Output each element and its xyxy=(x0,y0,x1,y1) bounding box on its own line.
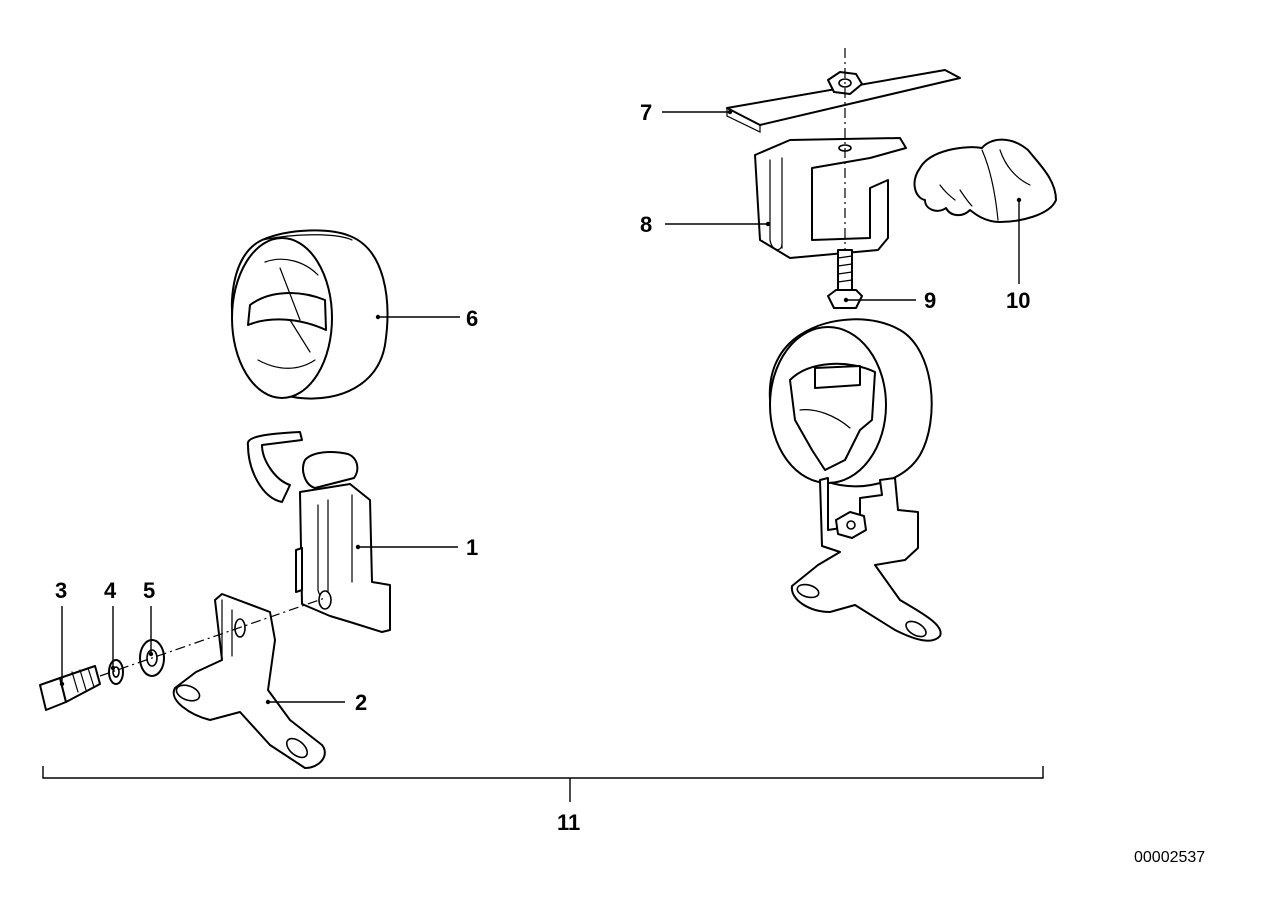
callout-5: 5 xyxy=(143,578,155,603)
callout-11: 11 xyxy=(557,810,580,835)
part-10-rubber-block xyxy=(913,138,1057,223)
callout-9: 9 xyxy=(924,288,936,313)
assembled-bracket xyxy=(790,477,942,642)
part-3-bolt xyxy=(39,665,101,711)
callout-10: 10 xyxy=(1006,288,1030,313)
callout-2: 2 xyxy=(355,690,367,715)
callout-6: 6 xyxy=(466,306,478,331)
callout-8: 8 xyxy=(640,212,652,237)
callout-4: 4 xyxy=(104,578,117,603)
part-8-bracket xyxy=(754,137,907,259)
part-2-mounting-plate xyxy=(172,593,326,769)
part-4-lock-washer xyxy=(108,659,124,685)
callout-1: 1 xyxy=(466,535,478,560)
assembled-rubber-mount xyxy=(768,318,933,488)
leader-lines xyxy=(42,109,1044,802)
document-number: 00002537 xyxy=(1134,849,1205,866)
callout-3: 3 xyxy=(55,578,67,603)
part-6-rubber-mount xyxy=(230,229,389,400)
part-1-hanger-bracket xyxy=(246,431,391,633)
callout-7: 7 xyxy=(640,100,652,125)
